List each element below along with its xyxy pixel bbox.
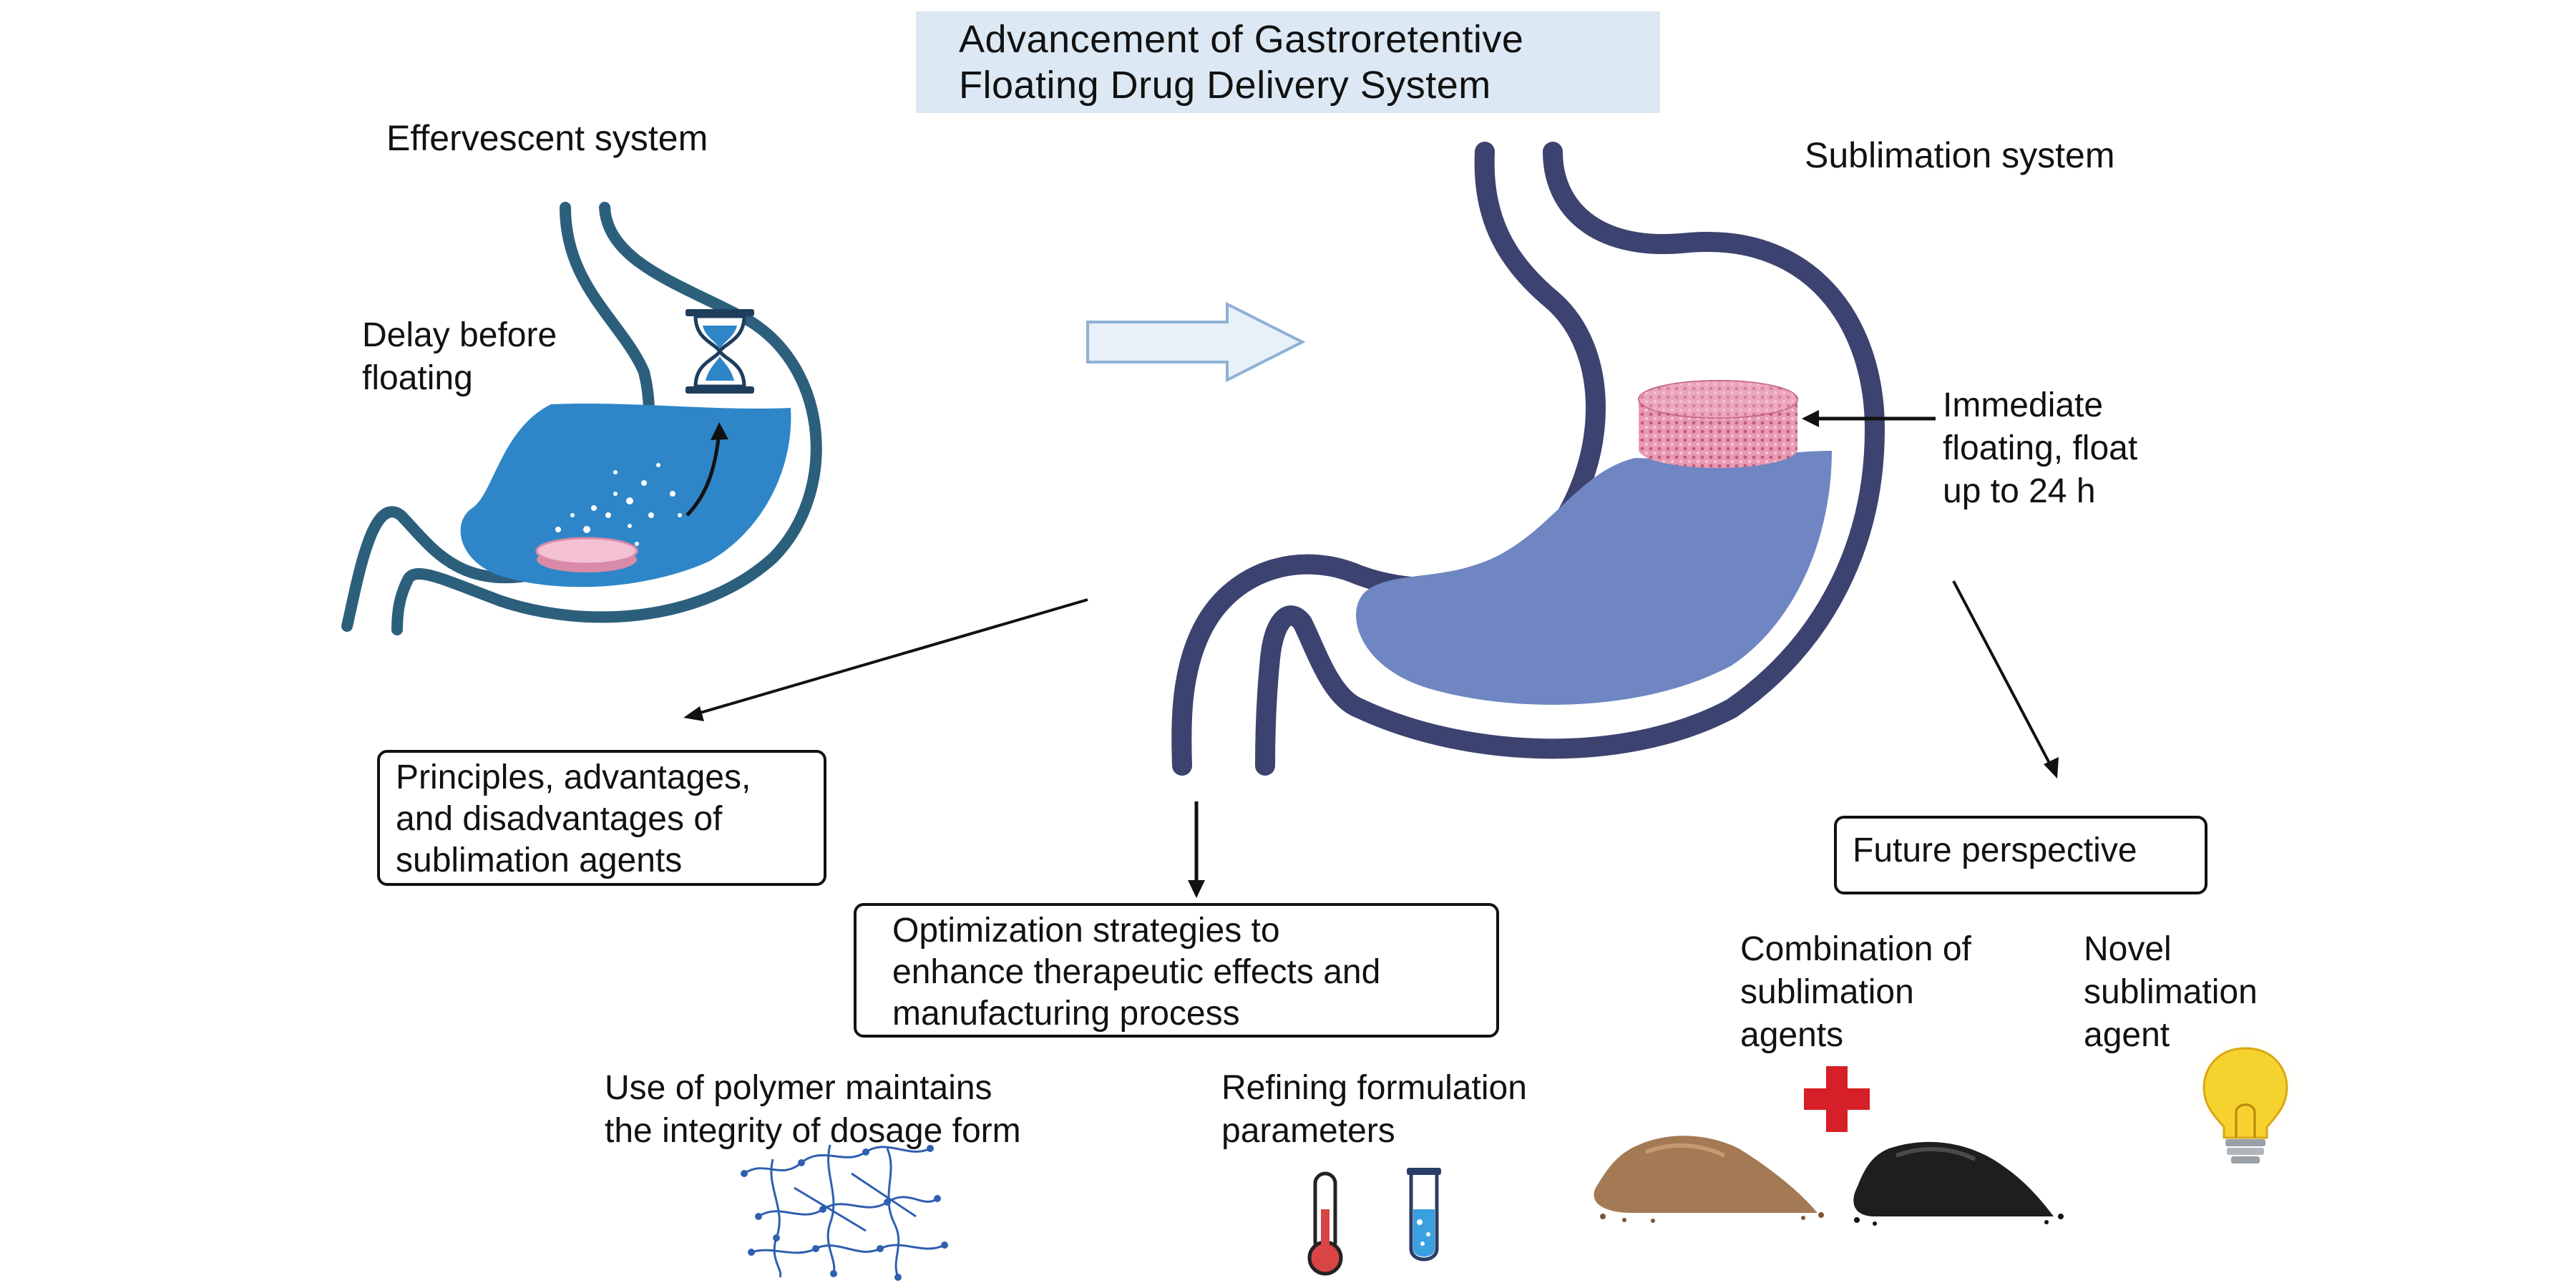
immediate-label-line-1: Immediate [1943,386,2104,424]
title-line-2: Floating Drug Delivery System [959,64,1491,107]
principles-box: Principles, advantages, and disadvantage… [377,750,826,886]
combination-label-line-2: sublimation [1740,973,1914,1011]
light-bulb-icon [2185,1027,2306,1163]
title-banner: Advancement of Gastroretentive Floating … [916,11,1660,113]
porous-tablet-icon [1638,380,1798,468]
optimization-line-3: manufacturing process [892,995,1240,1033]
immediate-label-line-3: up to 24 h [1943,472,2096,510]
principles-line-1: Principles, advantages, [396,758,751,796]
delay-label-line-2: floating [362,359,473,397]
polymer-label-line-1: Use of polymer maintains [605,1069,992,1107]
novel-label-line-3: agent [2084,1016,2170,1054]
delay-label-line-1: Delay before [362,316,557,354]
hourglass-icon [686,309,754,394]
title-line-1: Advancement of Gastroretentive [959,18,1524,61]
plus-icon [1804,1066,1870,1132]
polymer-label-line-2: the integrity of dosage form [605,1112,1021,1150]
optimization-line-1: Optimization strategies to [892,912,1280,950]
principles-line-2: and disadvantages of [396,800,723,838]
combination-label-line-1: Combination of [1740,930,1971,968]
optimization-box: Optimization strategies to enhance thera… [854,903,1499,1038]
bubbles [555,463,682,546]
optimization-line-2: enhance therapeutic effects and [892,953,1381,991]
combination-label-line-3: agents [1740,1016,1844,1054]
principles-line-3: sublimation agents [396,841,683,879]
thermometer-icon [1307,1171,1343,1276]
sublimation-heading: Sublimation system [1805,135,2115,175]
novel-label-line-1: Novel [2084,930,2172,968]
immediate-label-line-2: floating, float [1943,429,2138,467]
tablet-icon [535,537,638,572]
novel-label-line-2: sublimation [2084,973,2258,1011]
transition-arrow [1086,301,1306,383]
effervescent-heading: Effervescent system [386,118,708,158]
stomach-sublimation [1171,142,1885,776]
stomach-effervescent [341,202,822,635]
future-perspective-label: Future perspective [1853,831,2137,869]
future-perspective-box: Future perspective [1834,816,2207,894]
refining-label-line-1: Refining formulation [1221,1069,1527,1107]
polymer-network-icon [743,1144,945,1278]
refining-label-line-2: parameters [1221,1112,1395,1150]
test-tube-icon [1407,1168,1441,1262]
powder-pile-icon [1594,1136,2064,1226]
